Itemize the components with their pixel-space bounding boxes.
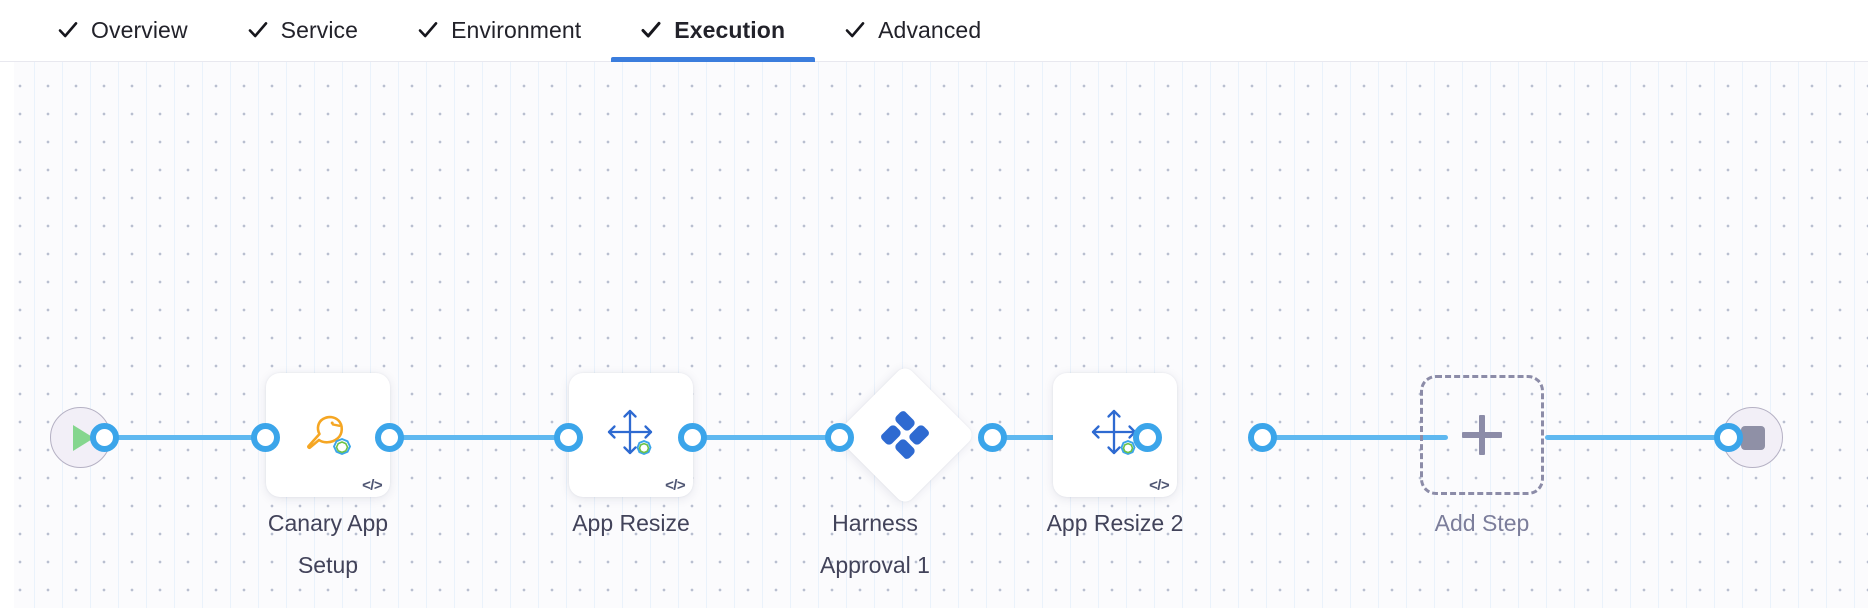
code-badge-icon: </> bbox=[362, 477, 382, 494]
connector-dot-resize-out[interactable] bbox=[678, 423, 707, 452]
connector-dot-canary-in[interactable] bbox=[251, 423, 280, 452]
check-icon bbox=[58, 20, 78, 40]
code-badge-icon: </> bbox=[665, 477, 685, 494]
step-node-app-resize[interactable]: </> bbox=[569, 373, 693, 497]
connector-resize-to-approval bbox=[676, 435, 846, 440]
check-icon bbox=[641, 20, 661, 40]
resize-arrows-icon bbox=[601, 403, 661, 468]
canary-bird-icon bbox=[297, 402, 359, 469]
tab-label: Advanced bbox=[878, 17, 982, 43]
tab-service[interactable]: Service bbox=[218, 0, 388, 62]
plus-icon bbox=[1462, 415, 1502, 455]
tab-execution[interactable]: Execution bbox=[611, 0, 816, 62]
pipeline-canvas[interactable]: </> Canary App Setup bbox=[0, 62, 1868, 608]
connector-dot-resize2-in[interactable] bbox=[1133, 423, 1162, 452]
add-step-button[interactable] bbox=[1420, 375, 1544, 495]
connector-dot-resize-in[interactable] bbox=[554, 423, 583, 452]
code-badge-icon: </> bbox=[1149, 477, 1169, 494]
stop-icon bbox=[1740, 425, 1765, 450]
add-step-label: Add Step bbox=[1434, 510, 1530, 536]
stage-tab-bar: Overview Service Environment Execution A… bbox=[0, 0, 1868, 62]
step-label-harness-approval-1: Harness Approval 1 bbox=[820, 510, 930, 578]
tab-active-underline bbox=[611, 56, 816, 62]
check-icon bbox=[418, 20, 438, 40]
connector-resize2-to-addstep bbox=[1258, 435, 1448, 440]
step-label-canary-app-setup: Canary App Setup bbox=[267, 510, 389, 578]
check-icon bbox=[845, 20, 865, 40]
tab-label: Service bbox=[280, 17, 359, 43]
connector-dot-approval-out[interactable] bbox=[978, 423, 1007, 452]
step-node-canary-app-setup[interactable]: </> bbox=[266, 373, 390, 497]
connector-dot-approval-in[interactable] bbox=[825, 423, 854, 452]
connector-dot-end-in[interactable] bbox=[1714, 423, 1743, 452]
tab-label: Execution bbox=[674, 17, 786, 43]
check-icon bbox=[248, 20, 268, 40]
tab-label: Overview bbox=[91, 17, 188, 43]
step-label-app-resize: App Resize bbox=[572, 510, 690, 536]
connector-dot-canary-out[interactable] bbox=[375, 423, 404, 452]
connector-dot-start-out[interactable] bbox=[90, 423, 119, 452]
tab-advanced[interactable]: Advanced bbox=[815, 0, 1011, 62]
connector-start-to-canary bbox=[96, 435, 272, 440]
step-label-app-resize-2: App Resize 2 bbox=[1046, 510, 1184, 536]
step-node-harness-approval-1[interactable] bbox=[834, 364, 976, 506]
tab-environment[interactable]: Environment bbox=[388, 0, 611, 62]
tab-overview[interactable]: Overview bbox=[28, 0, 218, 62]
play-icon bbox=[73, 424, 94, 451]
connector-dot-resize2-out[interactable] bbox=[1248, 423, 1277, 452]
tab-label: Environment bbox=[451, 17, 582, 43]
connector-canary-to-resize bbox=[390, 435, 570, 440]
connector-addstep-to-end bbox=[1545, 435, 1735, 440]
